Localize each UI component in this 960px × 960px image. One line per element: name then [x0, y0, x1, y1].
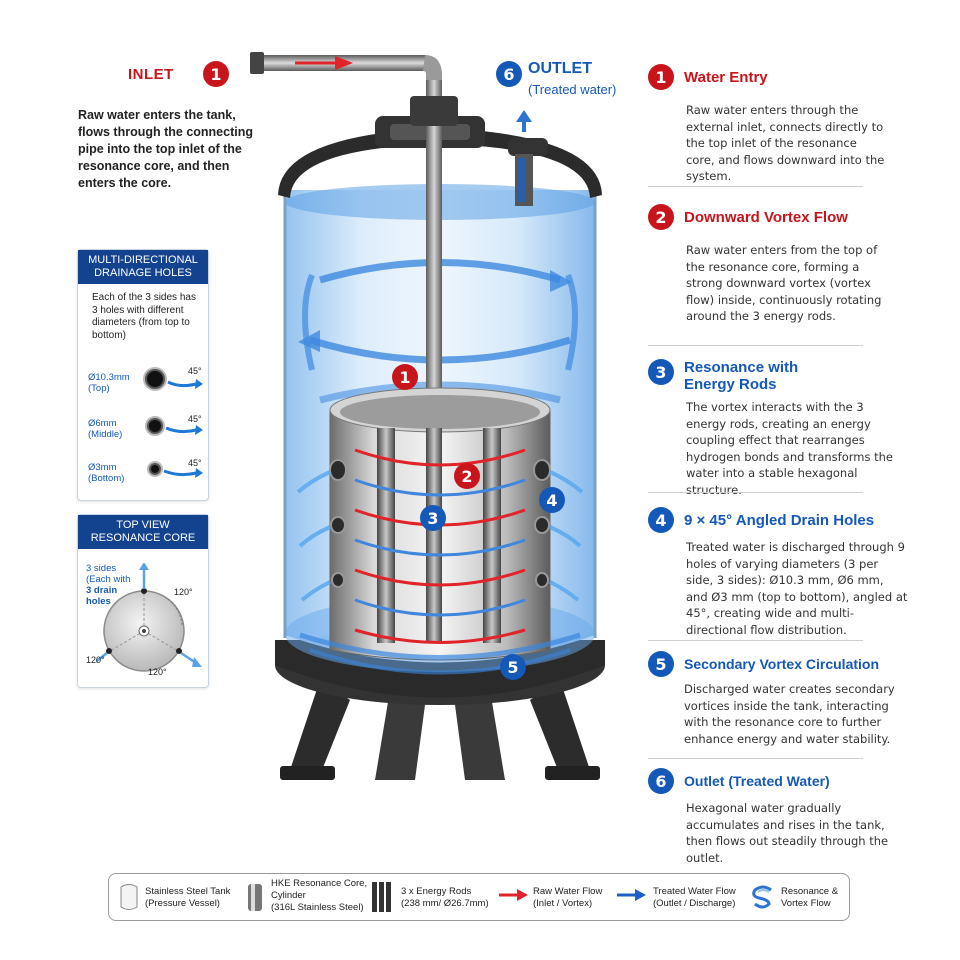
legend-treated-flow: Treated Water Flow(Outlet / Discharge) — [653, 886, 736, 909]
inlet-title: INLET — [128, 66, 174, 83]
section-4-text: Treated water is discharged through 9 ho… — [686, 540, 908, 637]
hole-angle-middle: 45° — [188, 414, 202, 424]
hole-icon-small — [147, 461, 203, 478]
hole-label-middle: Ø6mm (Middle) — [88, 418, 123, 440]
top-view-note: 3 sides (Each with 3 drain holes — [86, 563, 131, 607]
vortex-icon — [752, 885, 772, 909]
section-3-text: The vortex interacts with the 3 energy r… — [686, 400, 893, 497]
section-5-badge: 5 — [648, 651, 674, 677]
section-5: 5 Secondary Vortex Circulation Discharge… — [648, 651, 908, 747]
section-6: 6 Outlet (Treated Water) Hexagonal water… — [648, 768, 908, 866]
hole-label-top: Ø10.3mm (Top) — [88, 372, 130, 394]
section-5-title: Secondary Vortex Circulation — [684, 656, 880, 672]
section-2: 2 Downward Vortex Flow Raw water enters … — [648, 204, 908, 325]
section-4-badge: 4 — [648, 507, 674, 533]
top-view-angle-left: 120° — [86, 655, 105, 665]
legend-rods: 3 x Energy Rods(238 mm/ Ø26.7mm) — [401, 886, 489, 909]
diagram-badge-2: 2 — [454, 463, 480, 489]
section-6-text: Hexagonal water gradually accumulates an… — [686, 801, 889, 865]
outlet-title: OUTLET — [528, 60, 592, 77]
outlet-badge: 6 — [496, 61, 522, 87]
section-6-badge: 6 — [648, 768, 674, 794]
section-2-text: Raw water enters from the top of the res… — [686, 243, 882, 323]
section-1-title: Water Entry — [684, 68, 768, 86]
red-arrow-icon — [499, 889, 528, 901]
top-view-angle-right: 120° — [174, 587, 193, 597]
section-2-title: Downward Vortex Flow — [684, 208, 848, 226]
core-icon — [248, 884, 262, 911]
top-view-angle-bottom: 120° — [148, 667, 167, 677]
hole-label-bottom: Ø3mm (Bottom) — [88, 462, 125, 484]
section-divider — [648, 186, 863, 187]
drainage-holes-heading: MULTI-DIRECTIONAL DRAINAGE HOLES — [78, 250, 208, 284]
section-6-title: Outlet (Treated Water) — [684, 773, 830, 789]
inlet-description: Raw water enters the tank, flows through… — [78, 108, 253, 190]
legend-vortex: Resonance &Vortex Flow — [781, 886, 839, 909]
section-1-text: Raw water enters through the external in… — [686, 103, 885, 183]
outlet-subtitle: (Treated water) — [528, 82, 617, 97]
rods-icon — [372, 882, 391, 912]
diagram-badge-3: 3 — [420, 505, 446, 531]
legend-core: HKE Resonance Core,Cylinder(316L Stainle… — [271, 878, 368, 913]
section-3-title: Resonance with Energy Rods — [684, 359, 799, 393]
legend-bar: Stainless Steel Tank(Pressure Vessel) HK… — [108, 873, 850, 921]
section-divider — [648, 345, 863, 346]
section-1: 1 Water Entry Raw water enters through t… — [648, 64, 908, 185]
hole-icon-medium — [145, 416, 203, 436]
section-1-badge: 1 — [648, 64, 674, 90]
section-4-title: 9 × 45° Angled Drain Holes — [684, 511, 875, 529]
diagram-badge-5: 5 — [500, 654, 526, 680]
section-divider — [648, 640, 863, 641]
top-view-panel: TOP VIEW RESONANCE CORE 3 sides (Each wi… — [77, 514, 209, 688]
section-4: 4 9 × 45° Angled Drain Holes Treated wat… — [648, 507, 908, 638]
top-view-core-diagram — [96, 563, 202, 672]
drainage-holes-panel: MULTI-DIRECTIONAL DRAINAGE HOLES Each of… — [77, 249, 209, 501]
tank-icon — [120, 884, 138, 910]
inlet-badge: 1 — [203, 61, 229, 87]
legend-raw-flow: Raw Water Flow(Inlet / Vortex) — [533, 886, 603, 909]
tank-diagram — [250, 52, 605, 780]
legend-tank: Stainless Steel Tank(Pressure Vessel) — [145, 886, 231, 909]
hole-angle-bottom: 45° — [188, 458, 202, 468]
section-divider — [648, 492, 863, 493]
section-3-badge: 3 — [648, 359, 674, 385]
blue-arrow-icon — [617, 889, 646, 901]
section-divider — [648, 758, 863, 759]
drainage-holes-text: Each of the 3 sides has 3 holes with dif… — [92, 292, 196, 341]
top-view-heading: TOP VIEW RESONANCE CORE — [78, 515, 208, 549]
section-3: 3 Resonance with Energy Rods The vortex … — [648, 359, 908, 498]
diagram-badge-4: 4 — [539, 487, 565, 513]
hole-icon-large — [143, 367, 203, 391]
section-2-badge: 2 — [648, 204, 674, 230]
section-5-text: Discharged water creates secondary vorti… — [684, 682, 895, 746]
diagram-badge-1: 1 — [392, 364, 418, 390]
hole-angle-top: 45° — [188, 366, 202, 376]
